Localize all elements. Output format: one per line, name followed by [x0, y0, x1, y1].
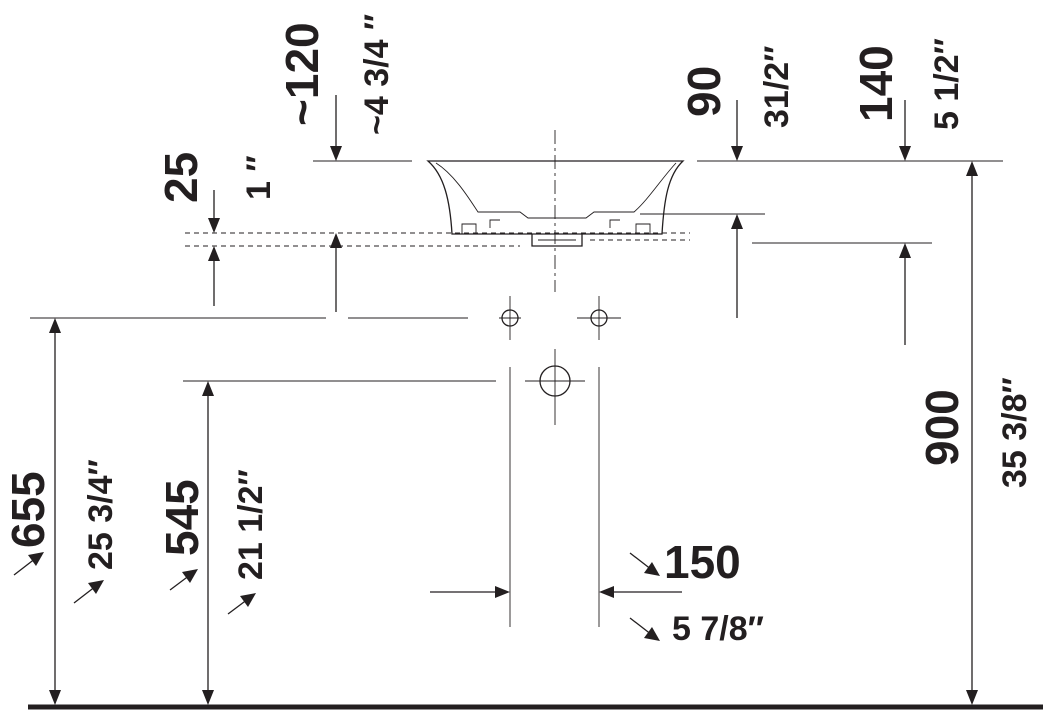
basin-outline — [426, 160, 685, 235]
rim-thickness-dimension — [208, 190, 220, 306]
supply-spacing-mm-label: 150 — [664, 536, 741, 588]
supply-height-pointer-arrows — [13, 552, 104, 604]
valve-offset-dimension — [899, 100, 911, 345]
total-height-dimension — [966, 161, 978, 705]
supply-connection-right — [577, 296, 621, 340]
drain-connection — [525, 349, 585, 425]
drain-height-in-label: 21 1/2″ — [232, 469, 270, 580]
drain-height-dimension — [202, 381, 214, 705]
valve-offset-in-label: 5 1/2″ — [928, 38, 966, 130]
rim-thickness-in-label: 1 ″ — [240, 155, 278, 200]
supply-connection-left — [499, 296, 521, 340]
supply-height-in-label: 25 3/4″ — [82, 459, 120, 570]
valve-offset-mm-label: 140 — [850, 45, 902, 122]
supply-height-dimension — [49, 318, 61, 705]
basin-height-in-label: ~4 3/4 ″ — [358, 14, 396, 135]
rim-thickness-mm-label: 25 — [155, 152, 207, 203]
total-height-in-label: 35 3/8″ — [996, 377, 1034, 488]
supply-spacing-in-label: 5 7/8″ — [672, 610, 764, 648]
mixer-offset-in-label: 31/2″ — [758, 46, 796, 128]
drain-height-pointer-arrows — [169, 569, 256, 615]
drain-height-mm-label: 545 — [156, 479, 208, 556]
mixer-offset-dimension — [731, 100, 743, 318]
supply-spacing-pointer-arrows — [629, 552, 660, 641]
basin-height-dimension — [330, 95, 342, 312]
total-height-mm-label: 900 — [916, 389, 968, 466]
supply-height-mm-label: 655 — [2, 471, 54, 548]
mixer-offset-mm-label: 90 — [678, 66, 730, 117]
basin-height-mm-label: ~120 — [276, 22, 328, 126]
supply-spacing-dimension — [430, 586, 682, 598]
drain-outlet — [531, 234, 583, 247]
